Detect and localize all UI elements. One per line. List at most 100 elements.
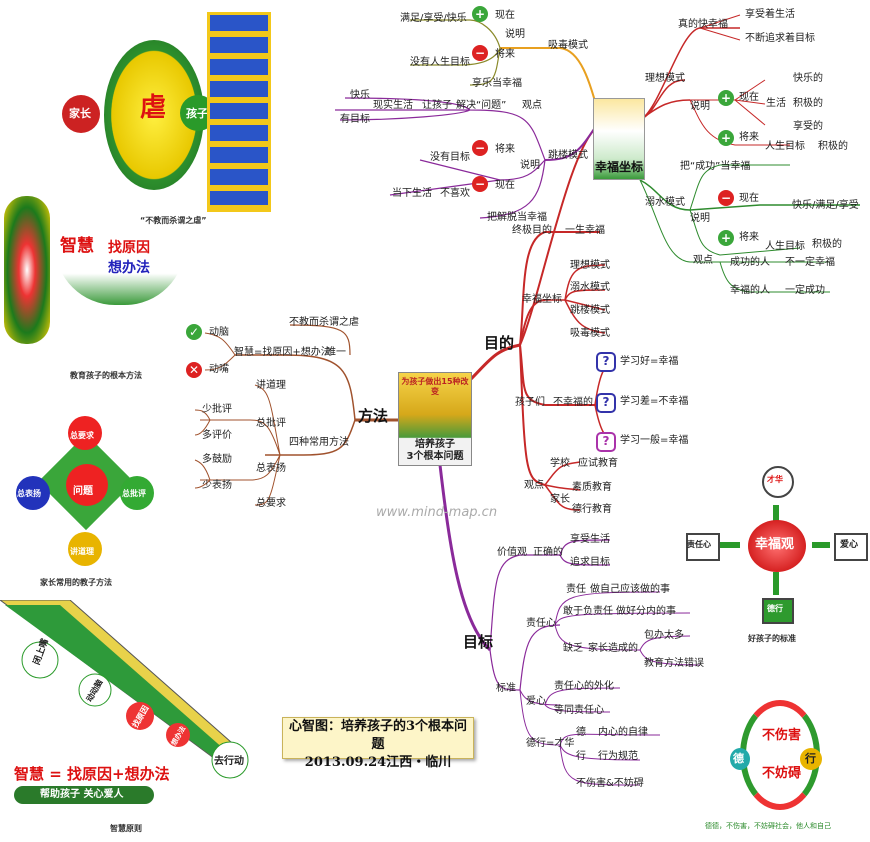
hc-life-goal[interactable]: 人生目标 — [765, 141, 805, 152]
node-happy-life[interactable]: 一生幸福 — [565, 225, 605, 236]
g-xing[interactable]: 行 — [576, 751, 586, 762]
g-standard[interactable]: 标准 — [496, 683, 516, 694]
mode-jump[interactable]: 跳楼模式 — [570, 305, 610, 316]
study-good[interactable]: 学习好=幸福 — [620, 356, 679, 367]
g-too-much[interactable]: 包办太多 — [644, 630, 684, 641]
m-total-demand[interactable]: 总要求 — [256, 498, 286, 509]
g-de[interactable]: 德 — [576, 727, 586, 738]
node-kids[interactable]: 孩子们 — [515, 397, 545, 408]
center-node[interactable]: 为孩子做出15种改变 培养孩子 3个根本问题 — [398, 372, 472, 466]
g-resp-ext[interactable]: 责任心的外化 — [554, 681, 614, 692]
m-motivate[interactable]: 动脑 — [209, 327, 229, 338]
m-wisdom[interactable]: 智慧=找原因+想办法 — [234, 347, 331, 358]
hc-now[interactable]: 现在 — [739, 92, 759, 103]
node-exam-edu[interactable]: 应试教育 — [578, 458, 618, 469]
hc-active[interactable]: 积极的 — [793, 98, 823, 109]
m-more-encourage[interactable]: 多鼓励 — [202, 454, 232, 465]
m-criticize-total[interactable]: 总批评 — [256, 418, 286, 429]
happy-coordinate-card[interactable]: 幸福坐标 — [593, 98, 645, 180]
node-quality-edu[interactable]: 素质教育 — [572, 482, 612, 493]
hc-drown[interactable]: 溺水模式 — [645, 197, 685, 208]
hc-active2[interactable]: 积极的 — [818, 141, 848, 152]
m-move[interactable]: 动嘴 — [209, 364, 229, 375]
jump-reality[interactable]: 现实生活 — [373, 100, 413, 111]
study-bad[interactable]: 学习差=不幸福 — [620, 396, 689, 407]
drug-now[interactable]: 现在 — [495, 10, 515, 21]
g-behavior[interactable]: 行为规范 — [598, 751, 638, 762]
jump-solve[interactable]: 解决“问题” — [456, 100, 507, 111]
hc-ideal-true[interactable]: 真的快幸福 — [678, 19, 728, 30]
drug-explain[interactable]: 说明 — [505, 29, 525, 40]
branch-purpose[interactable]: 目的 — [484, 334, 515, 352]
hc-drown-explain[interactable]: 说明 — [690, 213, 710, 224]
m-not-tired[interactable]: 不教而杀谓之虐 — [289, 317, 359, 328]
node-school[interactable]: 学校 — [550, 458, 570, 469]
hc-not-happy[interactable]: 不一定幸福 — [785, 257, 835, 268]
g-values[interactable]: 价值观 — [497, 547, 527, 558]
hc-explain[interactable]: 说明 — [690, 101, 710, 112]
g-inner[interactable]: 内心的自律 — [598, 727, 648, 738]
g-responsibility[interactable]: 责任心 — [526, 618, 556, 629]
branch-goal[interactable]: 目标 — [463, 633, 494, 651]
jump-let-kids[interactable]: 让孩子 — [422, 100, 452, 111]
jump-future[interactable]: 将来 — [495, 144, 515, 155]
g-pursue-goal[interactable]: 追求目标 — [570, 557, 610, 568]
hc-happy[interactable]: 快乐的 — [793, 73, 823, 84]
node-view[interactable]: 观点 — [524, 480, 544, 491]
jump-explain[interactable]: 说明 — [520, 160, 540, 171]
hc-life[interactable]: 生活 — [766, 98, 786, 109]
g-duty[interactable]: 责任 — [566, 584, 586, 595]
g-do-own[interactable]: 做好分内的事 — [616, 606, 676, 617]
drug-enjoy[interactable]: 享乐当幸福 — [472, 78, 522, 89]
branch-method[interactable]: 方法 — [358, 407, 389, 425]
jump-now-life[interactable]: 当下生活 — [392, 188, 432, 199]
drug-no-goal[interactable]: 没有人生目标 — [410, 57, 470, 68]
drug-future[interactable]: 将来 — [495, 49, 515, 60]
m-lecture[interactable]: 讲道理 — [256, 380, 286, 391]
g-virtue[interactable]: 德行=才华 — [526, 738, 575, 749]
jump-no-goal[interactable]: 没有目标 — [430, 152, 470, 163]
jump-viewpoint[interactable]: 观点 — [522, 100, 542, 111]
node-happy-coord[interactable]: 幸福坐标 — [522, 294, 562, 305]
g-no-harm[interactable]: 不伤害&不妨碍 — [576, 778, 644, 789]
hc-active3[interactable]: 积极的 — [812, 239, 842, 250]
m-less-praise[interactable]: 少表扬 — [202, 480, 232, 491]
mode-drown[interactable]: 溺水模式 — [570, 282, 610, 293]
hc-enjoyable[interactable]: 享受的 — [793, 121, 823, 132]
g-enjoy-life[interactable]: 享受生活 — [570, 534, 610, 545]
drug-mode[interactable]: 吸毒模式 — [548, 40, 588, 51]
g-parents-cause[interactable]: 家长造成的 — [588, 643, 638, 654]
hc-ideal[interactable]: 理想模式 — [645, 73, 685, 84]
m-four[interactable]: 四种常用方法 — [289, 437, 349, 448]
node-unhappy[interactable]: 不幸福的 — [553, 397, 593, 408]
jump-dislike[interactable]: 不喜欢 — [440, 188, 470, 199]
hc-drown-future[interactable]: 将来 — [739, 232, 759, 243]
hc-must-success[interactable]: 一定成功 — [785, 285, 825, 296]
hc-happy-person[interactable]: 幸福的人 — [730, 285, 770, 296]
m-unique[interactable]: 唯一 — [326, 347, 346, 358]
hc-success-happy[interactable]: 把“成功”当幸福 — [680, 161, 751, 172]
hc-future[interactable]: 将来 — [739, 132, 759, 143]
mode-drug[interactable]: 吸毒模式 — [570, 328, 610, 339]
drug-items[interactable]: 满足/享受/快乐 — [400, 13, 467, 24]
hc-pursue[interactable]: 不断追求着目标 — [745, 33, 815, 44]
g-own-job[interactable]: 做自己应该做的事 — [590, 584, 670, 595]
node-parents[interactable]: 家长 — [550, 494, 570, 505]
hc-enjoy-life[interactable]: 享受着生活 — [745, 9, 795, 20]
jump-solve-happy[interactable]: 把解脱当幸福 — [487, 212, 547, 223]
jump-has-goal[interactable]: 有目标 — [340, 114, 370, 125]
m-less-criticize[interactable]: 少批评 — [202, 404, 232, 415]
jump-mode[interactable]: 跳楼模式 — [548, 150, 588, 161]
g-lack[interactable]: 缺乏 — [563, 643, 583, 654]
jump-happy[interactable]: 快乐 — [350, 90, 370, 101]
mode-ideal[interactable]: 理想模式 — [570, 260, 610, 271]
hc-drown-now-items[interactable]: 快乐/满足/享受 — [792, 200, 859, 211]
hc-drown-now[interactable]: 现在 — [739, 193, 759, 204]
m-total-praise[interactable]: 总表扬 — [256, 463, 286, 474]
m-more-eval[interactable]: 多评价 — [202, 430, 232, 441]
hc-success-person[interactable]: 成功的人 — [730, 257, 770, 268]
g-correct[interactable]: 正确的 — [533, 547, 563, 558]
hc-viewpoint[interactable]: 观点 — [693, 255, 713, 266]
g-dare[interactable]: 敢于负责任 — [563, 606, 613, 617]
jump-now[interactable]: 现在 — [495, 180, 515, 191]
